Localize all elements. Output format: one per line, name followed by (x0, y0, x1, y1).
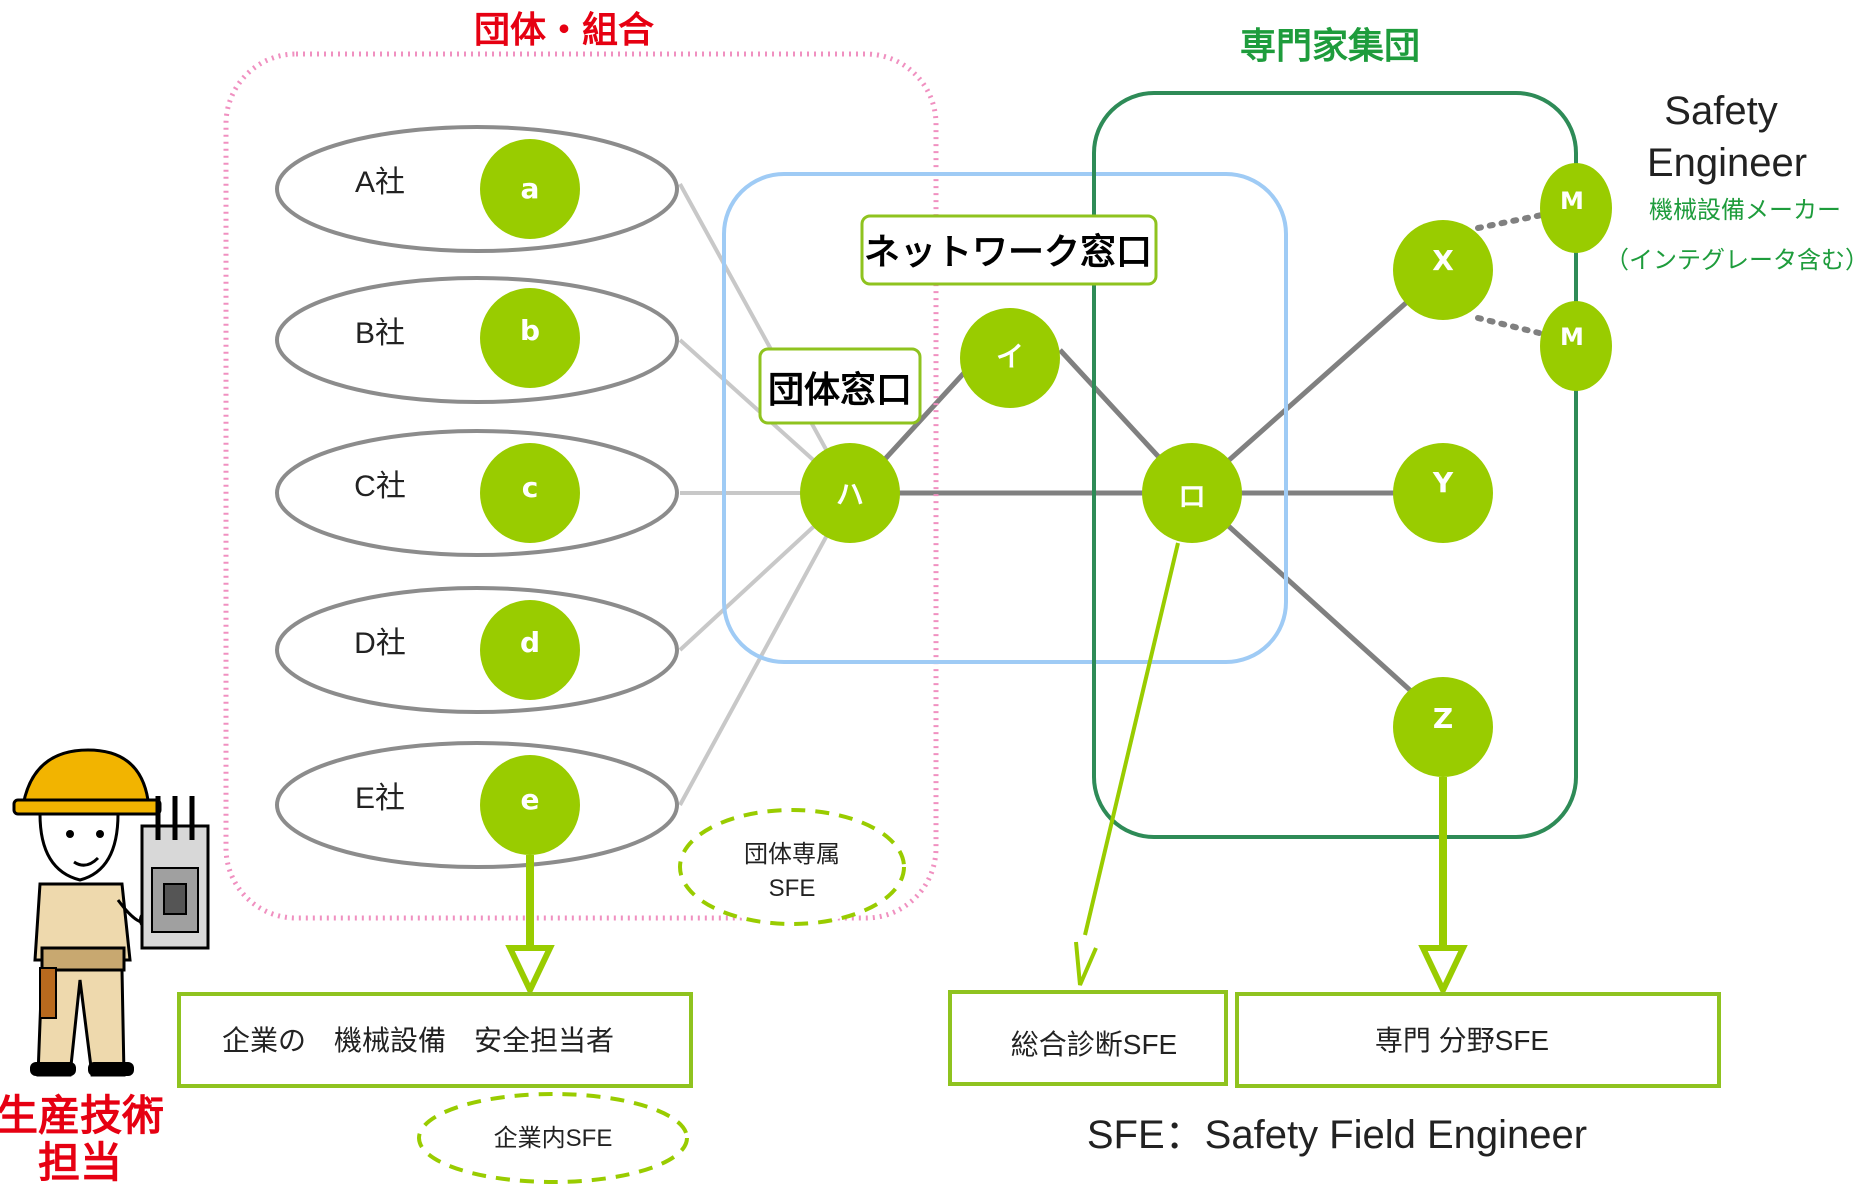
svg-text:Y: Y (1432, 466, 1454, 499)
svg-text:ロ: ロ (1178, 480, 1206, 513)
node-ro: ロ (1142, 443, 1242, 543)
company-label: B社 (355, 317, 405, 350)
company-b: B社 b (275, 276, 679, 404)
company-label: C社 (354, 470, 406, 503)
company-node-label: c (522, 471, 539, 504)
maker-node-1: M (1540, 163, 1612, 253)
worker-illustration (12, 748, 210, 1077)
arrow-e-to-staff (505, 855, 555, 997)
maker-label: 機械設備メーカー (1649, 197, 1841, 224)
experts-group-box (1092, 91, 1578, 839)
company-node-label: d (520, 626, 540, 659)
node-x: X (1393, 220, 1493, 320)
association-sfe-badge: 団体専属 SFE (678, 808, 906, 926)
node-y: Y (1393, 443, 1493, 543)
company-node (480, 443, 580, 543)
node-i: イ (960, 308, 1060, 408)
company-node-label: e (521, 783, 540, 816)
svg-text:企業の 機械設備 安全担当者: 企業の 機械設備 安全担当者 (222, 1025, 614, 1056)
svg-text:ネットワーク窓口: ネットワーク窓口 (864, 232, 1152, 273)
node-ha: ハ (800, 443, 900, 543)
svg-text:企業内SFE: 企業内SFE (494, 1125, 613, 1152)
company-list: A社 a B社 b C社 c D社 d E社 e (275, 125, 679, 869)
svg-text:M: M (1560, 323, 1584, 351)
svg-text:Z: Z (1433, 702, 1453, 735)
safety-engineer-title-2: Engineer (1647, 141, 1807, 185)
specialist-box: 専門 分野SFE (1235, 992, 1721, 1088)
safety-engineer-title-1: Safety (1664, 89, 1777, 133)
association-window-label: 団体窓口 (758, 347, 922, 425)
company-node (480, 288, 580, 388)
company-a: A社 a (275, 125, 679, 253)
person-role-line2: 担当 (38, 1138, 122, 1187)
svg-text:団体窓口: 団体窓口 (768, 370, 912, 411)
company-node (480, 600, 580, 700)
arrow-ro-to-general (1074, 542, 1180, 986)
company-node-label: b (520, 314, 540, 347)
svg-text:SFE: SFE (769, 875, 816, 902)
general-diagnosis-box: 総合診断SFE (948, 990, 1228, 1086)
svg-text:団体専属: 団体専属 (744, 841, 840, 868)
company-staff-box: 企業の 機械設備 安全担当者 (177, 992, 693, 1088)
svg-text:イ: イ (996, 340, 1024, 373)
company-node (480, 139, 580, 239)
svg-text:総合診断SFE: 総合診断SFE (1011, 1029, 1177, 1060)
company-e: E社 e (275, 741, 679, 869)
maker-node-2: M (1540, 301, 1612, 391)
company-label: D社 (354, 627, 406, 660)
network-window-label: ネットワーク窓口 (860, 214, 1158, 286)
company-node-label: a (521, 172, 540, 205)
company-d: D社 d (275, 586, 679, 714)
association-group-box (223, 51, 939, 921)
integrator-label: （インテグレータ含む） (1605, 247, 1868, 274)
company-sfe-badge: 企業内SFE (417, 1092, 689, 1184)
arrow-z-to-specialist (1418, 777, 1468, 997)
company-label: A社 (355, 166, 405, 199)
svg-text:X: X (1432, 244, 1454, 277)
node-z: Z (1393, 677, 1493, 777)
sfe-definition: SFE：Safety Field Engineer (1087, 1113, 1587, 1157)
company-node (480, 755, 580, 855)
person-role-line1: 生産技術 (0, 1091, 164, 1140)
svg-text:M: M (1560, 187, 1584, 215)
association-group-title: 団体・組合 (474, 10, 654, 51)
company-c: C社 c (275, 429, 679, 557)
svg-text:専門 分野SFE: 専門 分野SFE (1375, 1025, 1549, 1056)
network-window-box (722, 172, 1288, 664)
company-label: E社 (355, 782, 405, 815)
experts-group-title: 専門家集団 (1240, 26, 1420, 67)
svg-text:ハ: ハ (836, 478, 864, 511)
